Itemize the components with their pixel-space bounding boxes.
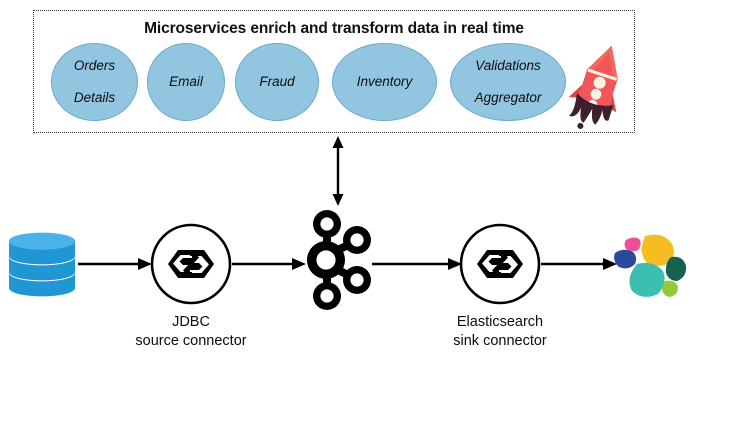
database-icon (9, 232, 75, 297)
service-label-line1: Email (169, 74, 203, 90)
caption-line1: Elasticsearch (456, 314, 544, 330)
rocket-icon (568, 45, 618, 130)
arrow-elasticsearch-to-elastic (541, 258, 617, 270)
service-label-line1: Validations (475, 58, 541, 74)
arrow-kafka-to-microservices (332, 136, 344, 206)
service-label-line1: Orders (73, 58, 116, 74)
arrow-jdbc-to-kafka (232, 258, 306, 270)
service-ellipse-inventory[interactable]: Inventory (332, 43, 437, 121)
elastic-logo-icon (614, 234, 687, 297)
arrow-kafka-to-elasticsearch (372, 258, 462, 270)
caption-line2: sink connector (453, 333, 547, 350)
microservices-panel-title: Microservices enrich and transform data … (144, 20, 524, 37)
elasticsearch-sink-connector-caption: Elasticsearch sink connector (420, 313, 580, 351)
service-label-line1: Fraud (259, 74, 295, 90)
caption-line1: JDBC (172, 314, 210, 330)
service-label-line1: Inventory (356, 74, 413, 90)
kafka-connect-icon[interactable] (458, 222, 542, 306)
service-ellipse-fraud[interactable]: Fraud (235, 43, 319, 121)
jdbc-source-connector-caption: JDBC source connector (111, 313, 271, 351)
kafka-logo-icon (307, 210, 371, 310)
kafka-connect-icon[interactable] (149, 222, 233, 306)
service-ellipse-orders-details[interactable]: Orders Details (51, 43, 138, 121)
service-label-line2: Aggregator (474, 89, 542, 105)
caption-line2: source connector (135, 333, 247, 350)
service-label-line2: Details (73, 89, 116, 105)
service-ellipse-validations-aggregator[interactable]: Validations Aggregator (450, 43, 566, 121)
arrow-database-to-jdbc (78, 258, 152, 270)
service-ellipse-email[interactable]: Email (147, 43, 225, 121)
